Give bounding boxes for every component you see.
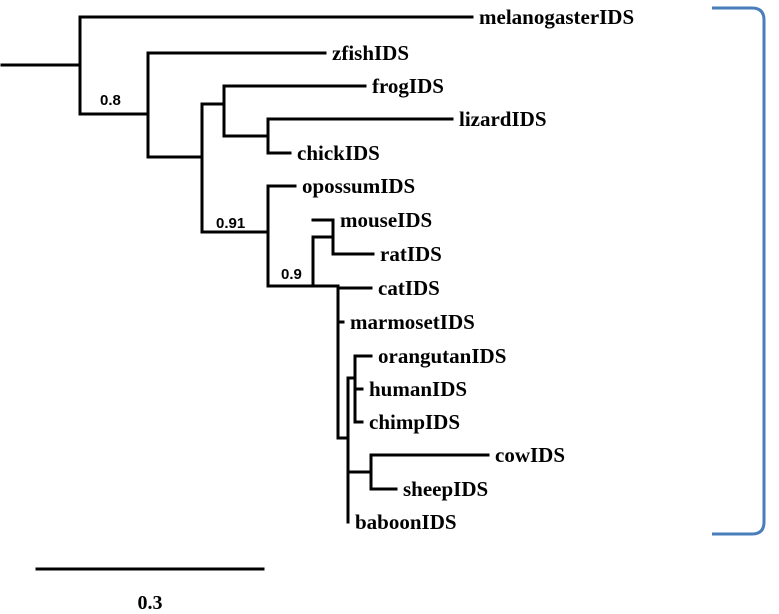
- leaf-label-cat: catIDS: [378, 276, 440, 300]
- scale-bar-label: 0.3: [138, 592, 163, 614]
- leaf-label-lizard: lizardIDS: [459, 107, 547, 131]
- leaf-label-rat: ratIDS: [380, 242, 442, 266]
- leaf-label-chimp: chimpIDS: [369, 410, 460, 434]
- leaf-label-melanogaster: melanogasterIDS: [479, 5, 634, 29]
- leaf-label-sheep: sheepIDS: [403, 477, 488, 501]
- leaf-label-baboon: baboonIDS: [355, 510, 457, 534]
- support-value-placentals: 0.9: [281, 266, 302, 283]
- leaf-label-mouse: mouseIDS: [340, 208, 432, 232]
- tree-branches: [0, 15, 490, 524]
- leaf-label-chick: chickIDS: [297, 141, 380, 165]
- leaf-label-frog: frogIDS: [372, 74, 444, 98]
- leaf-label-human: humanIDS: [369, 377, 467, 401]
- tree-leaf-labels: melanogasterIDS zfishIDS frogIDS lizardIDS c…: [297, 5, 634, 534]
- leaf-label-cow: cowIDS: [495, 443, 565, 467]
- leaf-label-orangutan: orangutanIDS: [378, 344, 506, 368]
- leaf-label-zfish: zfishIDS: [332, 41, 409, 65]
- support-value-vertebrates: 0.8: [100, 92, 121, 109]
- leaf-label-opossum: opossumIDS: [302, 174, 415, 198]
- support-value-mammals: 0.91: [216, 215, 245, 232]
- leaf-label-marmoset: marmosetIDS: [350, 310, 475, 334]
- group-bracket: [712, 6, 766, 536]
